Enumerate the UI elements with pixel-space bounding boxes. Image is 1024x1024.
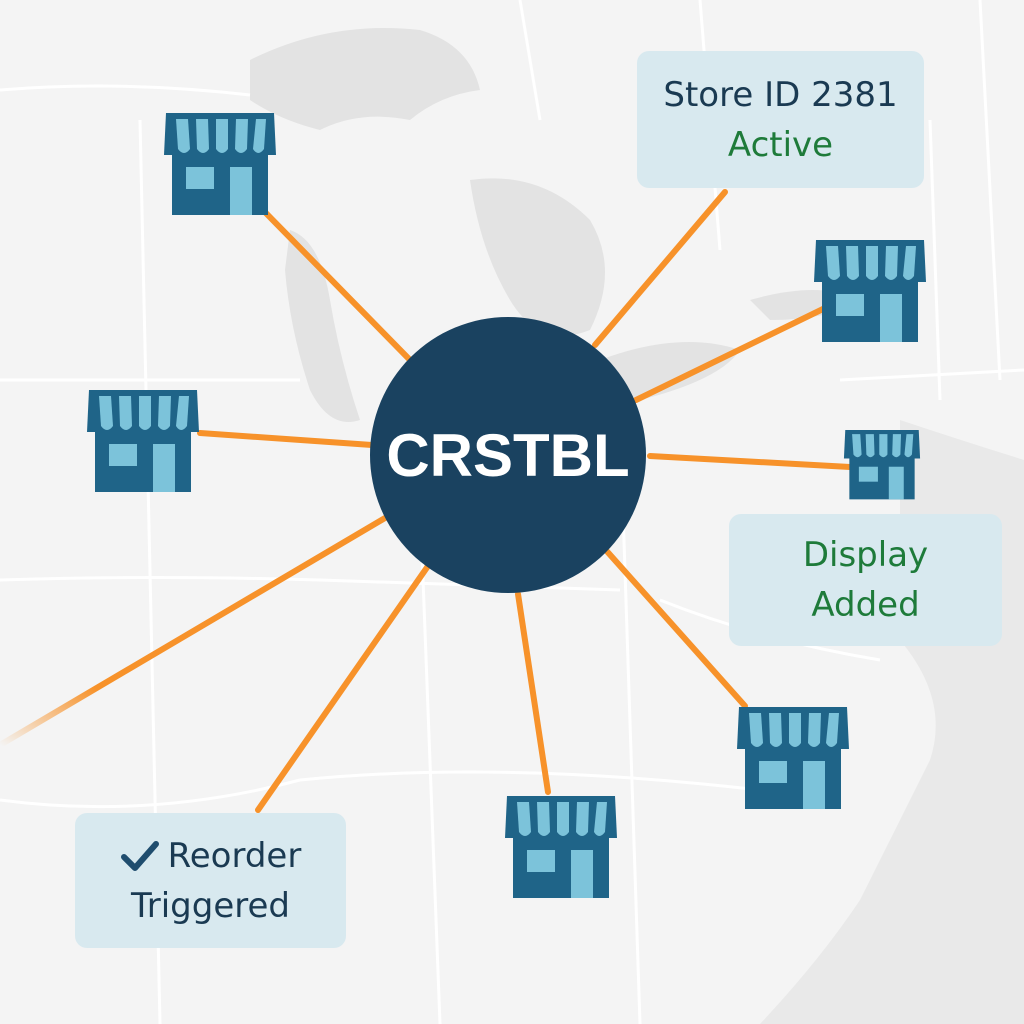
store-icon bbox=[814, 240, 926, 342]
hub: CRSTBL bbox=[370, 317, 646, 593]
added-label: Added bbox=[811, 585, 920, 625]
store-icon bbox=[843, 430, 921, 500]
connector-store-bottom-right bbox=[601, 545, 748, 709]
display-label: Display bbox=[802, 535, 929, 575]
connector-reorder-callout bbox=[255, 563, 431, 813]
store-icon bbox=[737, 707, 849, 809]
connectors bbox=[0, 189, 853, 813]
lake-erie bbox=[600, 342, 740, 400]
connector-store-top-left bbox=[255, 202, 413, 363]
connector-store-id-callout bbox=[592, 189, 728, 348]
store-status-label: Active bbox=[727, 124, 834, 165]
lake-michigan bbox=[285, 230, 360, 422]
display-added-callout: Display Added bbox=[729, 514, 1002, 646]
hub-label: CRSTBL bbox=[386, 422, 629, 489]
checkmark-icon bbox=[120, 840, 159, 871]
connector-store-right-small bbox=[647, 453, 853, 470]
hub-circle bbox=[370, 317, 646, 593]
connector-store-right-upper bbox=[633, 305, 828, 403]
connector-store-bottom bbox=[515, 591, 551, 795]
store-icon bbox=[164, 113, 276, 215]
reorder-triggered-callout: Reorder Triggered bbox=[75, 813, 346, 948]
store-id-label: Store ID 2381 bbox=[663, 74, 898, 115]
connector-store-left bbox=[197, 430, 375, 448]
lake-huron bbox=[470, 178, 605, 336]
triggered-label: Triggered bbox=[130, 885, 290, 926]
lake-superior bbox=[250, 28, 480, 130]
store-status-callout: Store ID 2381 Active bbox=[637, 51, 924, 188]
reorder-label: Reorder bbox=[167, 835, 302, 876]
connector-fade-left bbox=[0, 515, 388, 748]
store-icon bbox=[505, 796, 617, 898]
reorder-row: Reorder bbox=[120, 831, 302, 881]
store-icon bbox=[87, 390, 199, 492]
